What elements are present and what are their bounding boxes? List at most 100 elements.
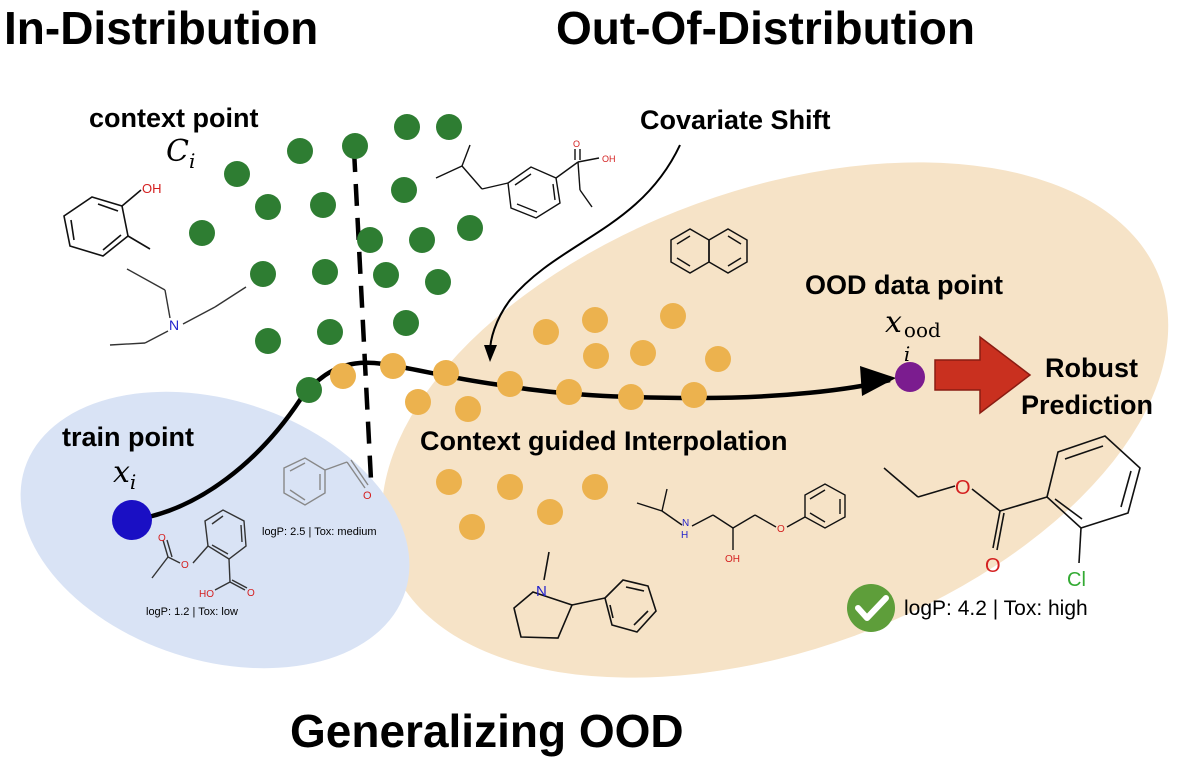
molecule-benzaldehyde xyxy=(283,457,369,506)
interpolation-point xyxy=(405,389,431,415)
train-symbol-subscript: i xyxy=(129,470,137,494)
context-point xyxy=(250,261,276,287)
molecule-triethylamine xyxy=(109,268,247,346)
molecule-ibuprofen xyxy=(435,144,600,219)
ood-data-point-label: OOD data point xyxy=(805,270,1003,300)
context-symbol-letter: C xyxy=(166,134,189,169)
context-point xyxy=(312,259,338,285)
interpolation-point xyxy=(583,343,609,369)
in-distribution-region xyxy=(20,391,410,669)
ood-symbol-subscript: i xyxy=(903,342,911,366)
context-point xyxy=(436,114,462,140)
ood-symbol-superscript: ood xyxy=(903,318,941,342)
context-molecule-annotation: logP: 2.5 | Tox: medium xyxy=(262,526,377,538)
interpolation-point xyxy=(681,382,707,408)
context-point xyxy=(255,328,281,354)
context-point xyxy=(287,138,313,164)
robust-prediction-line2: Prediction xyxy=(1021,390,1154,420)
context-point xyxy=(425,269,451,295)
context-point xyxy=(394,114,420,140)
atom-label: O xyxy=(181,560,189,571)
context-point xyxy=(391,177,417,203)
context-point xyxy=(310,192,336,218)
context-points xyxy=(189,114,483,403)
ood-molecule-annotation: logP: 4.2 | Tox: high xyxy=(904,597,1088,620)
context-point xyxy=(342,133,368,159)
interpolation-point xyxy=(533,319,559,345)
interpolation-point xyxy=(556,379,582,405)
context-point xyxy=(296,377,322,403)
train-symbol-letter: x xyxy=(113,455,130,490)
atom-label: O xyxy=(955,477,971,499)
molecule-cresol xyxy=(63,189,151,257)
context-point xyxy=(373,262,399,288)
context-point-symbol: Ci xyxy=(166,134,195,173)
covariate-shift-arrow xyxy=(489,144,681,353)
context-point xyxy=(255,194,281,220)
atom-label: N xyxy=(682,518,689,529)
atom-label: O xyxy=(363,490,372,502)
arrow-right-icon xyxy=(934,335,1032,415)
ood-region xyxy=(381,162,1169,678)
ood-point xyxy=(895,362,925,392)
interpolation-point xyxy=(660,303,686,329)
interpolation-point xyxy=(582,474,608,500)
context-point xyxy=(189,220,215,246)
interpolation-point xyxy=(433,360,459,386)
interpolation-point xyxy=(630,340,656,366)
context-point-label: context point xyxy=(89,103,259,133)
train-molecule-annotation: logP: 1.2 | Tox: low xyxy=(146,606,238,618)
atom-label: O xyxy=(247,588,255,599)
context-point xyxy=(393,310,419,336)
distribution-boundary xyxy=(351,149,374,481)
molecule-aspirin xyxy=(151,509,248,591)
interpolation-label: Context guided Interpolation xyxy=(420,426,788,456)
atom-label: O xyxy=(158,533,166,544)
molecule-naphthalene xyxy=(670,228,748,274)
in-distribution-heading: In-Distribution xyxy=(4,2,319,54)
check-icon xyxy=(847,584,895,632)
context-symbol-subscript: i xyxy=(188,149,196,173)
molecule-ethyl-chlorobenzoate xyxy=(883,435,1141,564)
interpolation-point xyxy=(436,469,462,495)
train-point xyxy=(112,500,152,540)
train-point-symbol: xi xyxy=(113,455,136,494)
interpolation-point xyxy=(380,353,406,379)
interpolation-point xyxy=(497,474,523,500)
atom-label: OH xyxy=(142,181,162,196)
context-point xyxy=(457,215,483,241)
covariate-shift-label: Covariate Shift xyxy=(640,105,831,135)
ood-symbol-letter: x xyxy=(885,305,902,340)
context-point xyxy=(224,161,250,187)
interpolation-point xyxy=(705,346,731,372)
atom-label: O xyxy=(985,555,1001,577)
atom-label: OH xyxy=(725,554,740,565)
covariate-shift-arrowhead xyxy=(484,345,497,362)
atom-label: N xyxy=(169,317,179,333)
interpolation-points xyxy=(330,303,731,540)
atom-label: N xyxy=(536,583,547,600)
interpolation-point xyxy=(459,514,485,540)
atom-label: O xyxy=(777,524,785,535)
interpolation-point xyxy=(455,396,481,422)
out-of-distribution-heading: Out-Of-Distribution xyxy=(556,2,976,54)
context-point xyxy=(357,227,383,253)
molecule-propranolol-fragment xyxy=(636,483,846,550)
train-point-label: train point xyxy=(62,422,194,452)
interpolation-point xyxy=(582,307,608,333)
atom-label: OH xyxy=(602,154,616,164)
interpolation-point xyxy=(537,499,563,525)
interpolation-point xyxy=(497,371,523,397)
context-point xyxy=(317,319,343,345)
context-point xyxy=(409,227,435,253)
atom-label: H xyxy=(681,530,688,541)
atom-label: HO xyxy=(199,589,214,600)
atom-label: Cl xyxy=(1067,569,1086,591)
interpolation-arrowhead xyxy=(860,366,896,396)
footer-heading: Generalizing OOD xyxy=(290,705,684,757)
interpolation-point xyxy=(618,384,644,410)
robust-prediction-line1: Robust xyxy=(1045,353,1138,383)
molecule-nicotine-analog xyxy=(513,551,657,639)
